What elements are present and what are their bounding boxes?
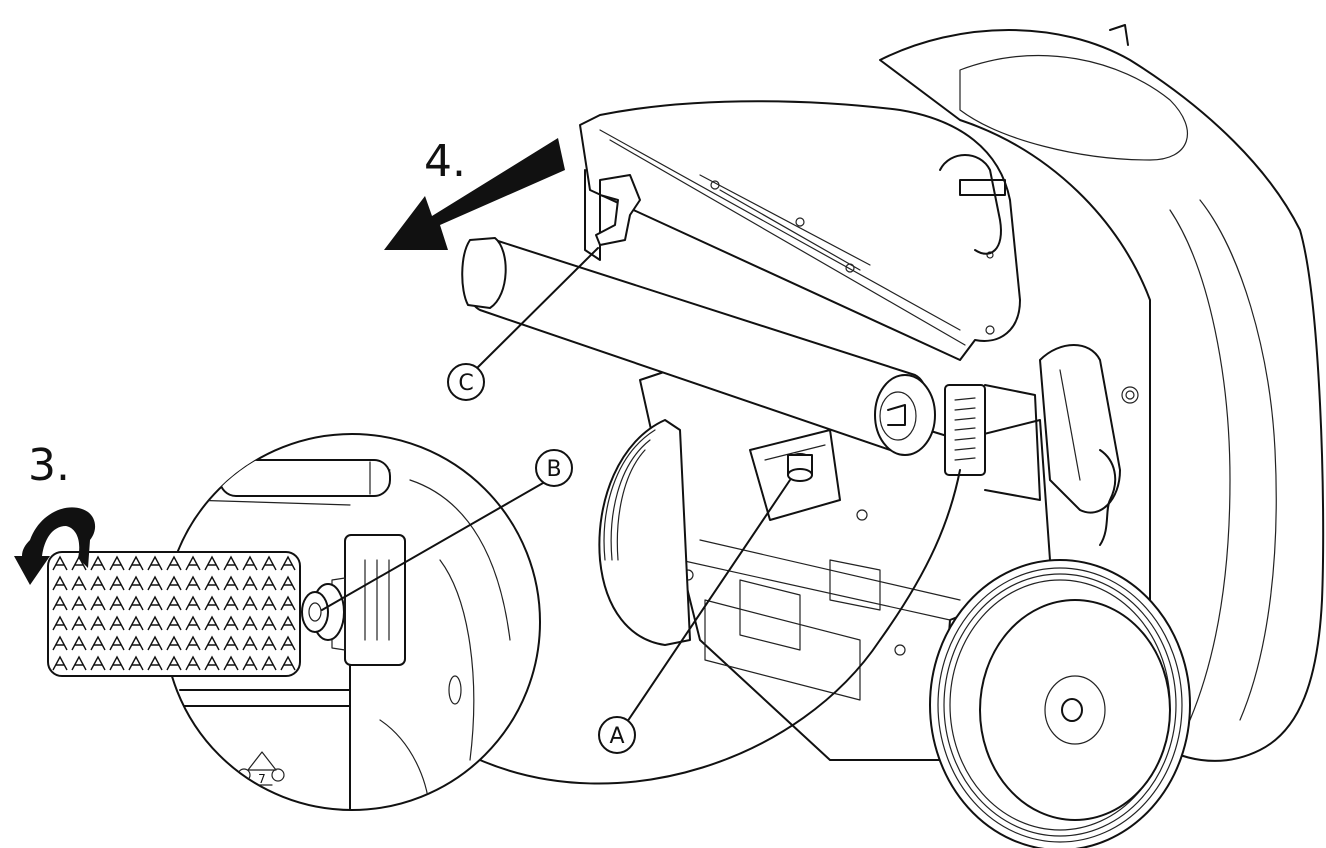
bristle-tuft <box>261 655 277 671</box>
bristle-tuft <box>185 655 201 671</box>
bristle-tuft <box>71 615 87 631</box>
upper-lid <box>579 100 1021 361</box>
bristle-tuft <box>166 655 182 671</box>
callout-c: C <box>447 363 485 401</box>
bristle-tuft <box>166 575 182 591</box>
bristle-tuft <box>90 635 106 651</box>
bristle-tuft <box>242 595 258 611</box>
bristle-tuft <box>204 575 220 591</box>
brush-roller-body <box>47 551 301 677</box>
bristle-tuft <box>280 555 296 571</box>
bristle-tuft <box>128 655 144 671</box>
bristle-tuft <box>261 575 277 591</box>
bristle-tuft <box>147 595 163 611</box>
bristle-tuft <box>52 575 68 591</box>
bristle-tuft <box>242 655 258 671</box>
bristle-tuft <box>71 635 87 651</box>
bristle-tuft <box>109 635 125 651</box>
bristle-tuft <box>242 555 258 571</box>
bristle-tuft <box>147 615 163 631</box>
bristle-tuft <box>166 635 182 651</box>
bristle-tuft <box>242 635 258 651</box>
bristle-tuft <box>109 555 125 571</box>
bristle-tuft <box>280 595 296 611</box>
bristle-tuft <box>52 655 68 671</box>
callout-a: A <box>598 716 636 754</box>
bristle-tuft <box>90 615 106 631</box>
bristle-tuft <box>109 575 125 591</box>
bristle-tuft <box>280 575 296 591</box>
bristle-tuft <box>261 635 277 651</box>
bristle-tuft <box>223 615 239 631</box>
rotate-arrow <box>14 507 96 585</box>
bristle-tuft <box>223 635 239 651</box>
bristle-tuft <box>242 615 258 631</box>
bristle-tuft <box>185 615 201 631</box>
bristle-tuft <box>128 615 144 631</box>
bristle-tuft <box>109 615 125 631</box>
recycle-code: 7 <box>258 772 266 786</box>
callout-a-label: A <box>609 724 624 749</box>
bristle-tuft <box>52 635 68 651</box>
bristle-tuft <box>90 555 106 571</box>
bristle-tuft <box>109 595 125 611</box>
bristle-tuft <box>166 555 182 571</box>
bristle-tuft <box>166 595 182 611</box>
machine-housing <box>879 24 1325 762</box>
bristle-tuft <box>204 615 220 631</box>
bristle-tuft <box>90 595 106 611</box>
bristle-tuft <box>52 595 68 611</box>
left-wheel <box>598 419 691 646</box>
bristle-tuft <box>223 595 239 611</box>
bristle-tuft <box>90 575 106 591</box>
bristle-tuft <box>280 615 296 631</box>
bristle-tuft <box>185 555 201 571</box>
bristle-tuft <box>223 655 239 671</box>
bristle-tuft <box>185 575 201 591</box>
bristle-tuft <box>204 655 220 671</box>
detail-zoom-view: 7 <box>47 433 541 811</box>
bristle-tuft <box>223 555 239 571</box>
latch-c <box>595 174 641 246</box>
bristle-tuft <box>261 615 277 631</box>
bristle-tuft <box>71 595 87 611</box>
leader-lines <box>321 247 961 785</box>
callout-c-label: C <box>458 371 473 396</box>
bristle-tuft <box>280 635 296 651</box>
bristle-tuft <box>185 595 201 611</box>
bristle-tuft <box>261 555 277 571</box>
bristle-tuft <box>166 615 182 631</box>
bristle-tuft <box>128 635 144 651</box>
brush-roller <box>461 237 936 456</box>
bristle-tuft <box>71 575 87 591</box>
bristle-tuft <box>90 655 106 671</box>
bristle-tuft <box>242 575 258 591</box>
step-3-label: 3. <box>28 440 70 491</box>
bristle-tuft <box>223 575 239 591</box>
bristle-tuft <box>52 555 68 571</box>
bristle-tuft <box>52 615 68 631</box>
callout-b: B <box>535 449 573 487</box>
brush-bristles <box>47 551 301 677</box>
bristle-tuft <box>204 595 220 611</box>
bristle-tuft <box>147 655 163 671</box>
bristle-tuft <box>204 555 220 571</box>
bristle-tuft <box>147 635 163 651</box>
bristle-tuft <box>71 655 87 671</box>
bristle-tuft <box>128 595 144 611</box>
bristle-tuft <box>261 595 277 611</box>
bristle-tuft <box>204 635 220 651</box>
bristle-tuft <box>185 635 201 651</box>
bristle-tuft <box>128 555 144 571</box>
pull-arrow <box>384 138 565 250</box>
bristle-tuft <box>147 575 163 591</box>
callout-b-label: B <box>546 457 561 482</box>
bristle-tuft <box>128 575 144 591</box>
bristle-tuft <box>147 555 163 571</box>
step-4-label: 4. <box>424 136 466 187</box>
right-wheel <box>929 559 1191 848</box>
bristle-tuft <box>109 655 125 671</box>
bristle-tuft <box>280 655 296 671</box>
